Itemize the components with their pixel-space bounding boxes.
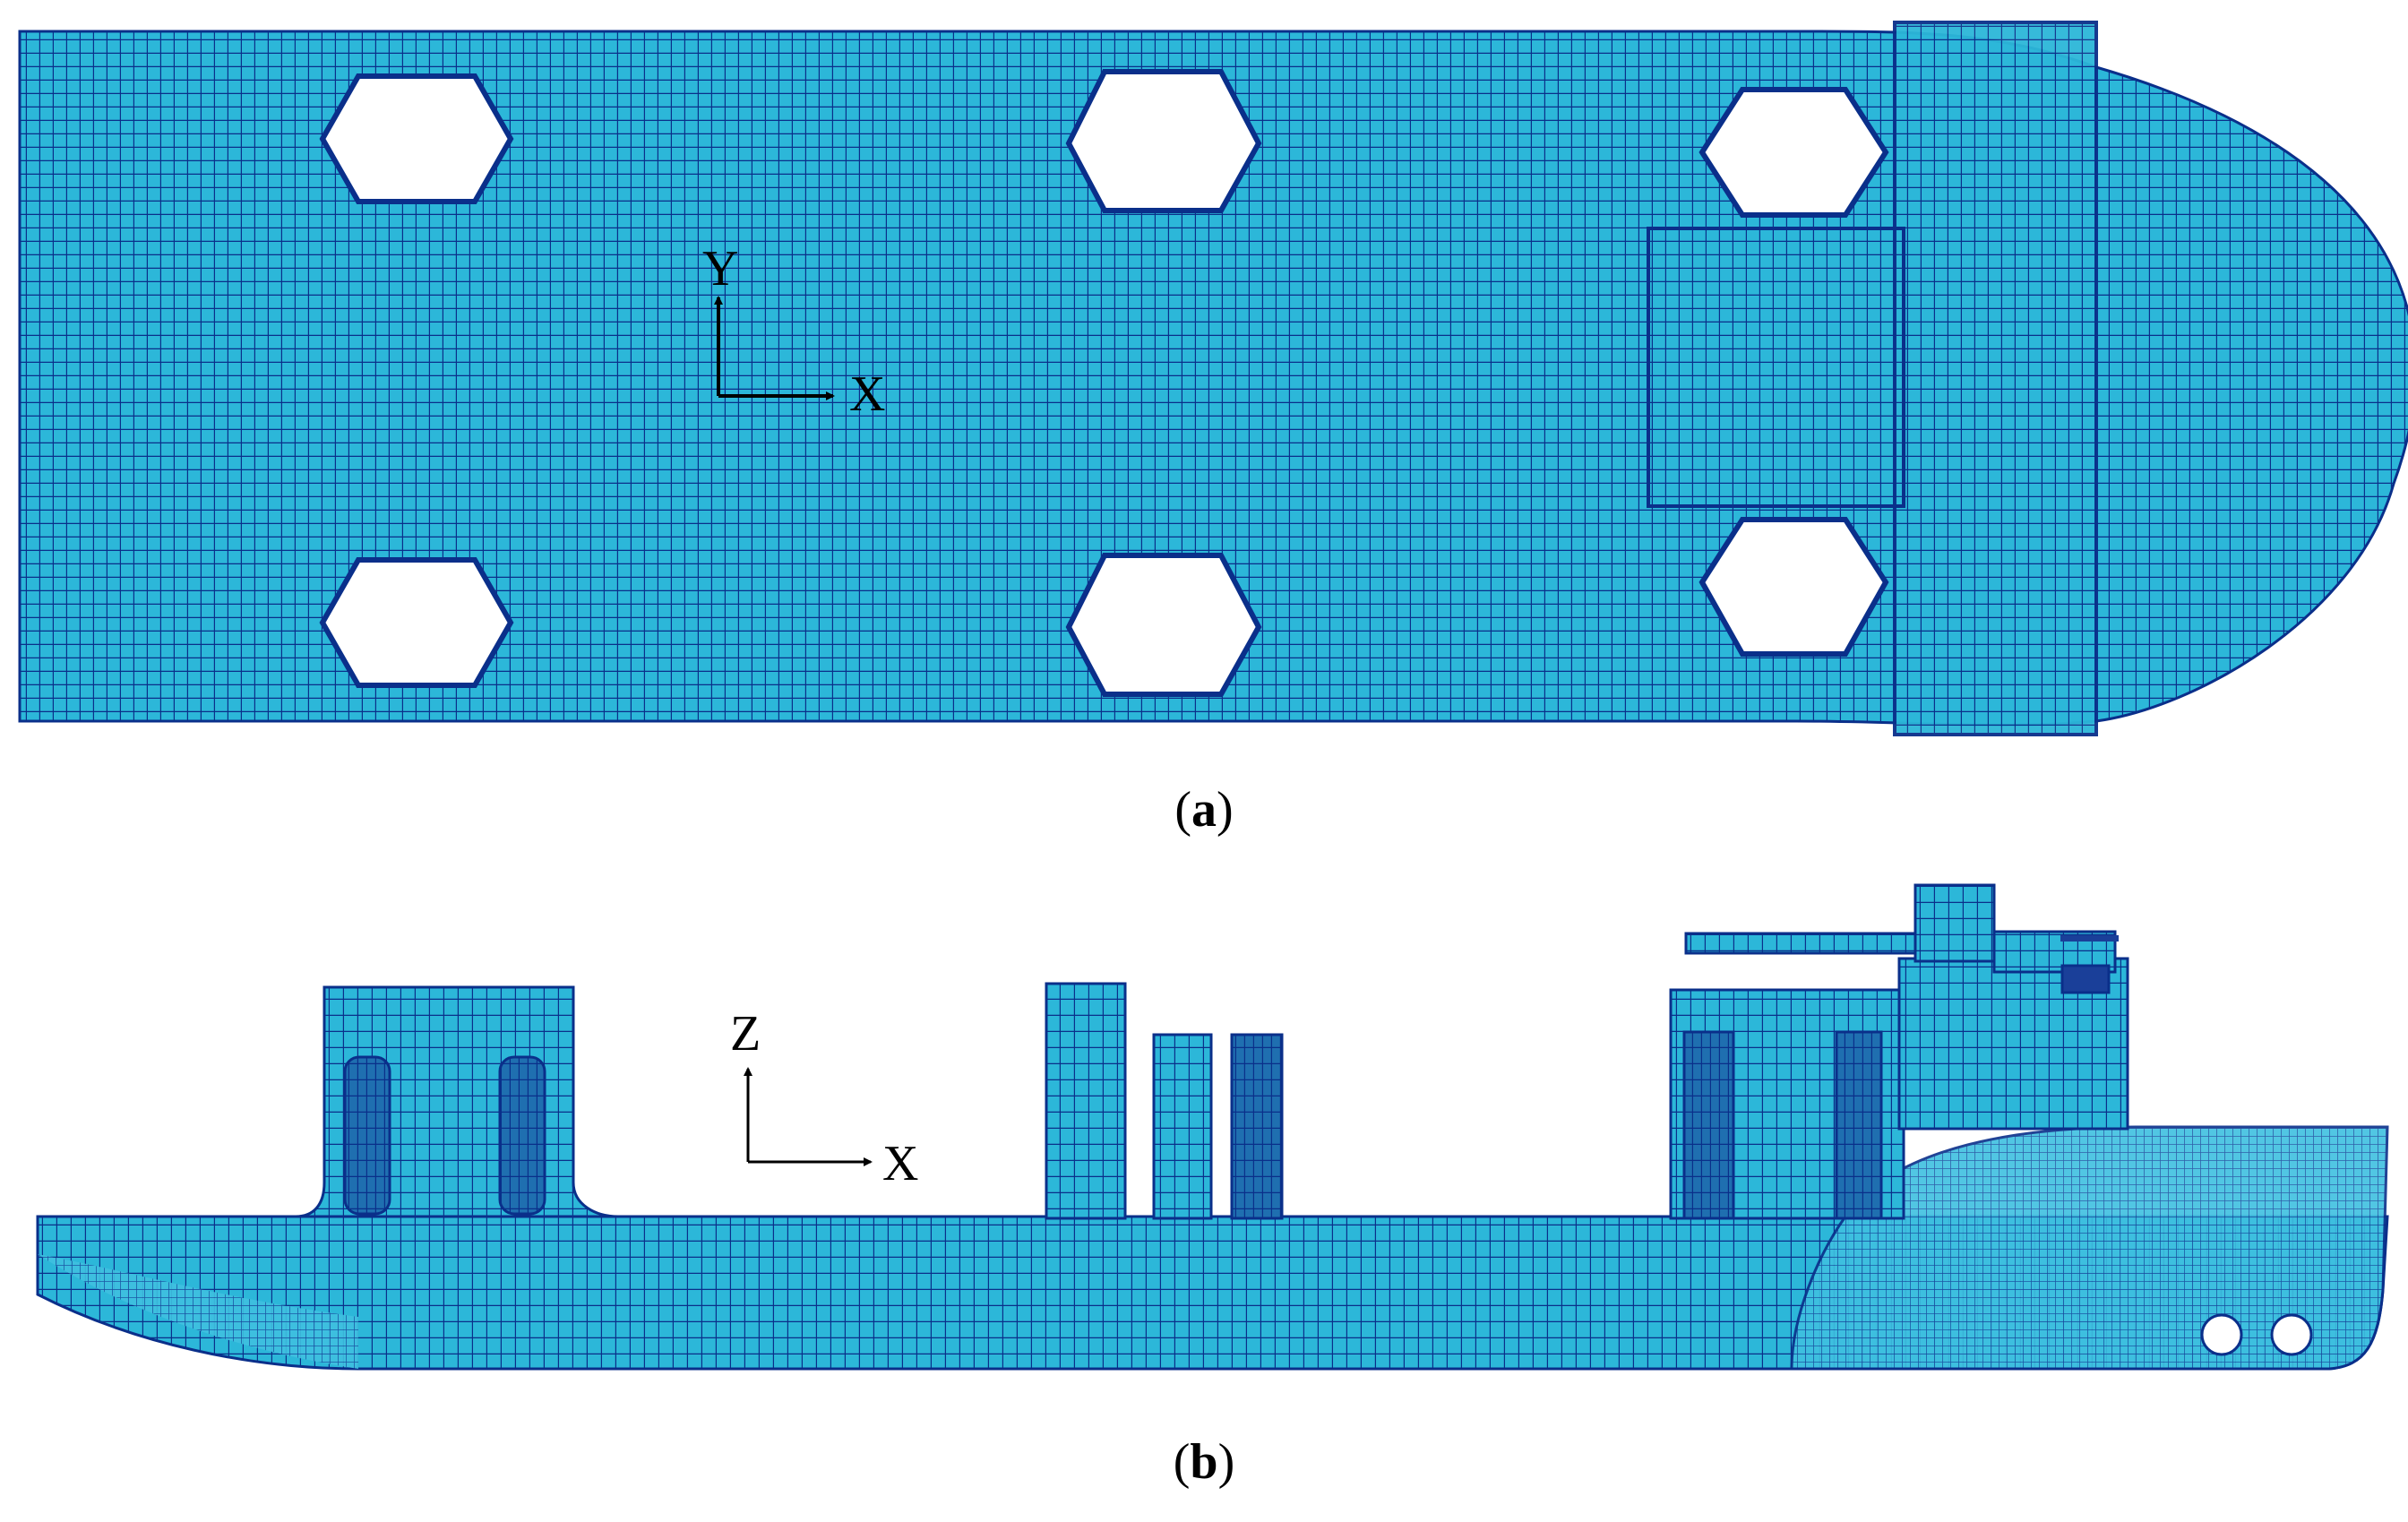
leg-well-hole bbox=[1065, 553, 1262, 697]
panel-b: Z X (b) bbox=[36, 883, 2389, 1490]
axis-label-x-profile: X bbox=[882, 1136, 918, 1191]
mid-leg-column-dark bbox=[1230, 1033, 1284, 1220]
thruster-opening bbox=[2200, 1313, 2243, 1356]
hull-stern-fine-mesh bbox=[1790, 1125, 2389, 1371]
deckhouse-boom bbox=[2060, 935, 2119, 942]
caption-b-open: ( bbox=[1174, 1434, 1191, 1490]
axis-label-x: X bbox=[849, 366, 885, 422]
leg-well-hole bbox=[319, 73, 514, 204]
panel-a: Y X (a) bbox=[18, 21, 2408, 838]
caption-b-close: ) bbox=[1218, 1434, 1235, 1490]
leg-housing-slot bbox=[343, 1055, 391, 1216]
leg-housing-slot bbox=[498, 1055, 546, 1216]
axis-label-y: Y bbox=[702, 241, 738, 297]
caption-a-open: ( bbox=[1174, 782, 1191, 838]
deckhouse-mast bbox=[1914, 883, 1996, 963]
leg-well-hole bbox=[1698, 87, 1889, 218]
thruster-opening bbox=[2270, 1313, 2313, 1356]
hull-bow-fine-mesh bbox=[38, 1254, 358, 1369]
deckhouse-dark-window bbox=[2060, 964, 2111, 994]
leg-well-hole bbox=[1698, 517, 1889, 657]
caption-b: (b) bbox=[1174, 1434, 1234, 1490]
caption-a-letter: a bbox=[1191, 782, 1217, 838]
caption-a-close: ) bbox=[1217, 782, 1234, 838]
plan-deckhouse-outline bbox=[1647, 227, 1905, 508]
deckhouse-dark-block bbox=[1682, 1030, 1735, 1220]
axis-indicator-xz: Z X bbox=[730, 1006, 918, 1191]
caption-b-letter: b bbox=[1190, 1434, 1217, 1490]
caption-a: (a) bbox=[1174, 782, 1233, 838]
mid-leg-column bbox=[1152, 1033, 1213, 1220]
axis-indicator-xy: Y X bbox=[702, 241, 885, 422]
mid-leg-column bbox=[1045, 982, 1127, 1220]
leg-well-hole bbox=[319, 557, 514, 688]
leg-wells-plan bbox=[319, 69, 1889, 697]
plan-stern-structure bbox=[1893, 21, 2098, 736]
axis-label-z: Z bbox=[730, 1006, 761, 1062]
deckhouse-dark-block bbox=[1835, 1030, 1883, 1220]
leg-well-hole bbox=[1065, 69, 1262, 213]
